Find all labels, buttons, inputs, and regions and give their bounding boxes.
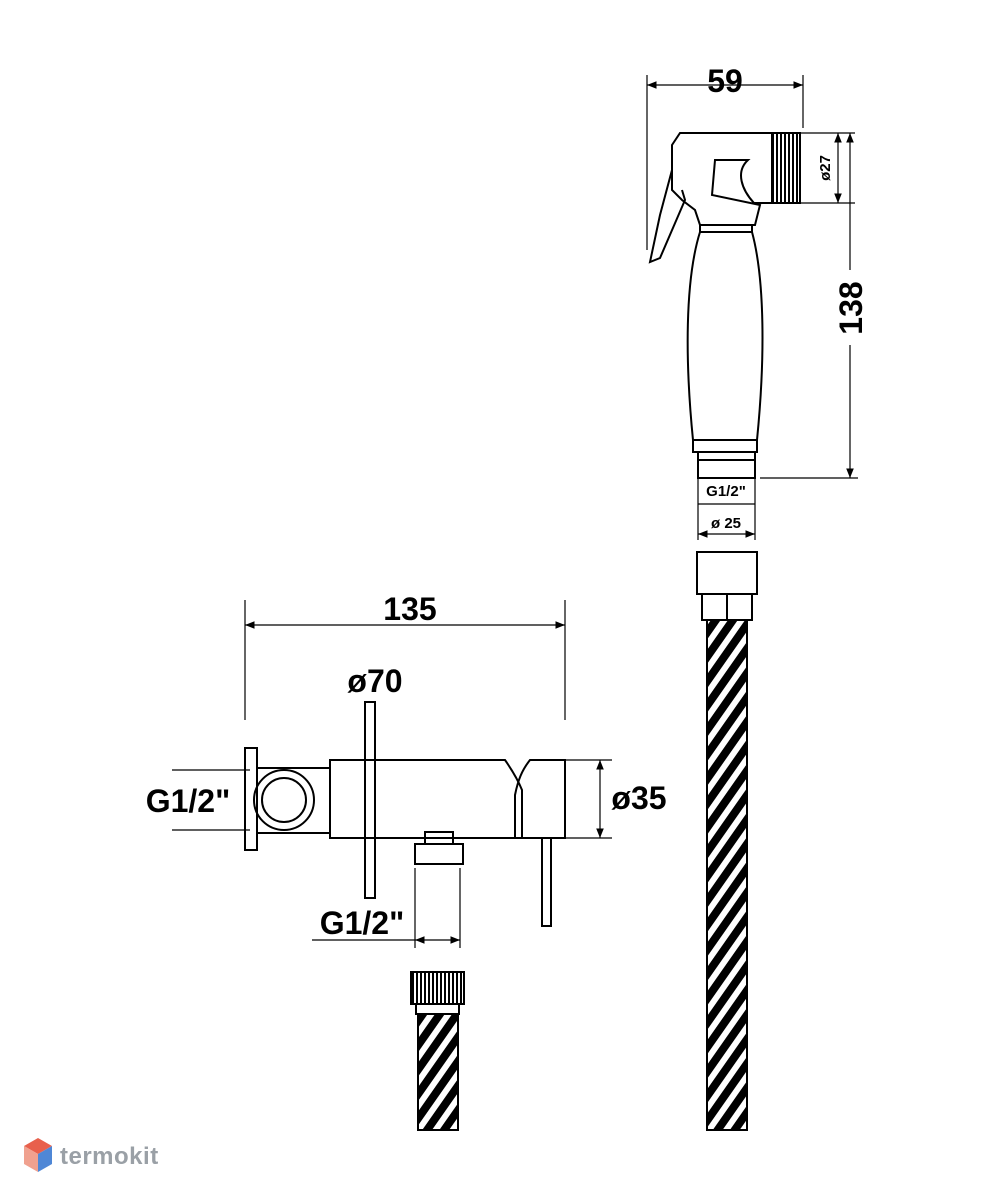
dim-handshower-base-diameter: ø 25 (711, 515, 741, 532)
dim-valve-outlet-thread: G1/2" (320, 905, 405, 941)
dim-handshower-length: 138 (833, 281, 869, 334)
dim-handshower-thread: G1/2" (706, 483, 746, 500)
hand-shower (648, 132, 801, 479)
dim-valve-width: 135 (383, 591, 436, 627)
watermark-brand: termokit (60, 1143, 159, 1170)
dim-handshower-width: 59 (707, 63, 743, 99)
valve-dimensions (172, 600, 612, 948)
valve (244, 701, 566, 927)
long-hose (696, 551, 758, 1131)
hand-shower-dimensions (646, 75, 866, 540)
termokit-logo-icon (24, 1138, 52, 1172)
short-hose (410, 971, 465, 1131)
watermark: termokit (24, 1138, 159, 1172)
dim-flange-diameter: ø70 (347, 663, 402, 699)
dim-nozzle-diameter: ø27 (817, 155, 834, 181)
dim-valve-inlet-thread: G1/2" (146, 783, 231, 819)
dim-valve-body-diameter: ø35 (611, 780, 666, 816)
